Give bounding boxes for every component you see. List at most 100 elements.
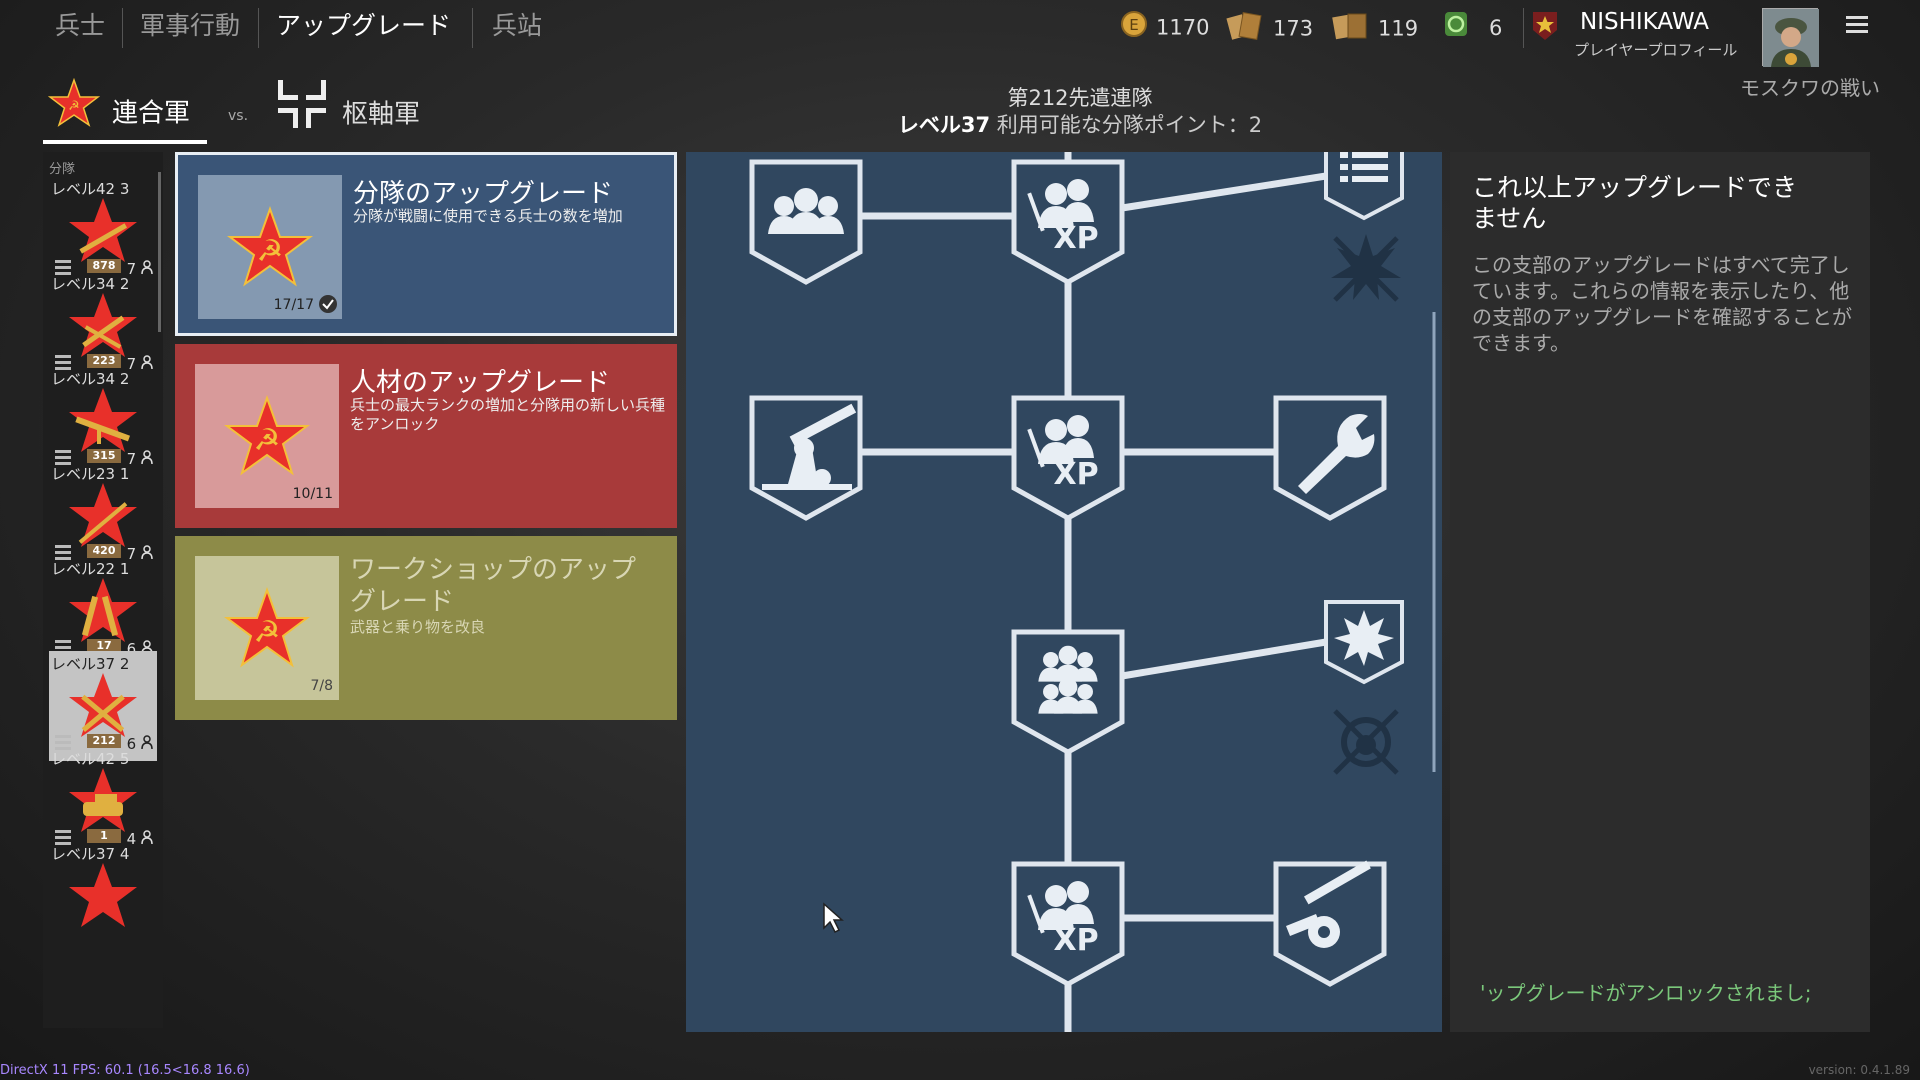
nav-divider [1523,8,1524,48]
workshop-upgrade-thumb: ☭ 7/8 [195,556,339,700]
tab-soldiers[interactable]: 兵士 [55,11,106,40]
upgrade-tree-graph: XP [686,152,1436,1032]
boosts-resource[interactable]: 6 [1443,10,1502,42]
squad-emblem-icon [69,768,137,832]
squad-soldier-count: 7 [127,355,153,373]
squad-emblem-icon [69,293,137,357]
squad-level: レベル42 3 [51,180,130,198]
squad-count-value: 6 [126,735,137,753]
soldier-icon [141,450,153,465]
orders-resource-2[interactable]: 119 [1330,10,1418,42]
soldier-icon [141,735,153,750]
squad-points-badge: 223 [87,354,121,368]
personnel-upgrade-desc: 兵士の最大ランクの増加と分隊用の新しい兵種をアンロック [350,396,666,433]
xp-node-3 [1014,864,1122,984]
faction-active-underline [43,140,207,144]
squad-emblem-icon [69,578,137,642]
upgrade-tree[interactable]: XP XP [686,152,1442,1032]
svg-text:☭: ☭ [257,234,284,269]
squad-soldier-count: 7 [127,260,153,278]
artillery-crew-node [752,398,860,518]
player-profile-label[interactable]: プレイヤープロフィール [1574,41,1738,59]
xp-label: XP [686,152,687,153]
soviet-star-icon: ☭ [224,395,310,476]
axis-label: 枢軸軍 [342,99,421,130]
squad-level: レベル37 4 [51,845,130,863]
workshop-upgrade-desc: 武器と乗り物を改良 [350,618,486,636]
personnel-upgrade-card[interactable]: ☭ 10/11 人材のアップグレード 兵士の最大ランクの増加と分隊用の新しい兵種… [175,344,677,528]
squad-soldier-count: 7 [127,450,153,468]
squad-level: レベル22 1 [51,560,130,578]
workshop-upgrade-card[interactable]: ☭ 7/8 ワークショップのアップグレード 武器と乗り物を改良 [175,536,677,720]
squad-upgrade-thumb: ☭ 17/17 [198,175,342,319]
mechanic-node [1276,398,1384,518]
info-panel: これ以上アップグレードできません この支部のアップグレードはすべて完了しています… [1450,152,1870,1032]
squad-level: レベル42 5 [51,750,130,768]
tab-campaign[interactable]: 軍事行動 [140,11,241,40]
svg-text:☭: ☭ [254,423,281,458]
squad-level: レベル23 1 [51,465,130,483]
svg-text:☭: ☭ [68,99,80,114]
squad-card[interactable]: レベル23 1 420 7 [49,461,157,571]
orders-resource-1[interactable]: 173 [1225,10,1313,42]
player-name-text: NISHIKAWA [1580,9,1710,35]
avatar[interactable] [1762,8,1819,67]
squad-count-value: 7 [126,355,137,373]
vs-label: vs. [228,108,249,124]
order-cards-icon [1225,10,1265,49]
locked-grenade-node [1333,709,1399,775]
squad-card[interactable]: レベル37 4 [49,841,157,951]
player-name[interactable]: NISHIKAWA [1580,9,1709,35]
squad-type-icon [55,260,71,275]
orders-1-amount: 173 [1273,16,1314,41]
allies-star-icon: ☭ [47,77,101,150]
workshop-upgrade-progress: 7/8 [310,678,333,694]
menu-icon[interactable] [1846,16,1868,34]
xp-node-1 [1014,162,1122,282]
rank-badge-icon[interactable] [1530,10,1560,46]
svg-text:☭: ☭ [254,615,281,650]
squad-level: レベル34 2 [51,275,130,293]
squad-level: レベル34 2 [51,370,130,388]
squad-size-node [752,162,860,282]
squad-points-badge: 878 [87,259,121,273]
unlock-notice: 'ップグレードがアンロックされまし; [1480,981,1812,1005]
squad-upgrade-desc: 分隊が戦闘に使用できる兵士の数を増加 [353,207,623,225]
squad-upgrade-title: 分隊のアップグレード [353,179,614,209]
faction-axis-tab[interactable]: 枢軸軍 [276,78,420,138]
faction-allies-tab[interactable]: ☭連合軍 [47,77,190,138]
squad-count-value: 6 [126,640,137,658]
tab-logistics[interactable]: 兵站 [492,11,543,40]
squad-upgrade-card[interactable]: ☭ 17/17 分隊のアップグレード 分隊が戦闘に使用できる兵士の数を増加 [175,152,677,336]
squad-list-scrollbar[interactable] [158,172,161,332]
squad-soldier-count: 6 [127,735,153,753]
debug-overlay: DirectX 11 FPS: 60.1 (16.5<16.8 16.6) [0,1063,250,1078]
xp-node-2 [1014,398,1122,518]
tab-upgrades[interactable]: アップグレード [276,11,452,40]
nav-divider [122,8,123,48]
squad-card[interactable]: レベル34 2 223 7 [49,271,157,381]
squad-points-badge: 420 [87,544,121,558]
svg-text:E: E [1129,16,1138,34]
check-icon [319,295,337,313]
squad-count-value: 7 [126,450,137,468]
soviet-star-icon: ☭ [224,587,310,668]
squad-level: レベル37 2 [51,655,130,673]
soldier-icon [141,830,153,845]
squad-type-icon [55,830,71,845]
info-heading: これ以上アップグレードできません [1472,173,1798,233]
squad-cards-icon [1330,10,1370,49]
squad-card[interactable]: レベル42 3 878 7 [49,176,157,286]
squad-soldier-count: 7 [127,545,153,563]
squad-type-icon [55,735,71,750]
workshop-upgrade-title: ワークショップのアップグレード [350,555,637,617]
info-body: この支部のアップグレードはすべて完了しています。これらの情報を表示したり、他の支… [1472,253,1852,355]
explosion-node [1324,600,1404,684]
